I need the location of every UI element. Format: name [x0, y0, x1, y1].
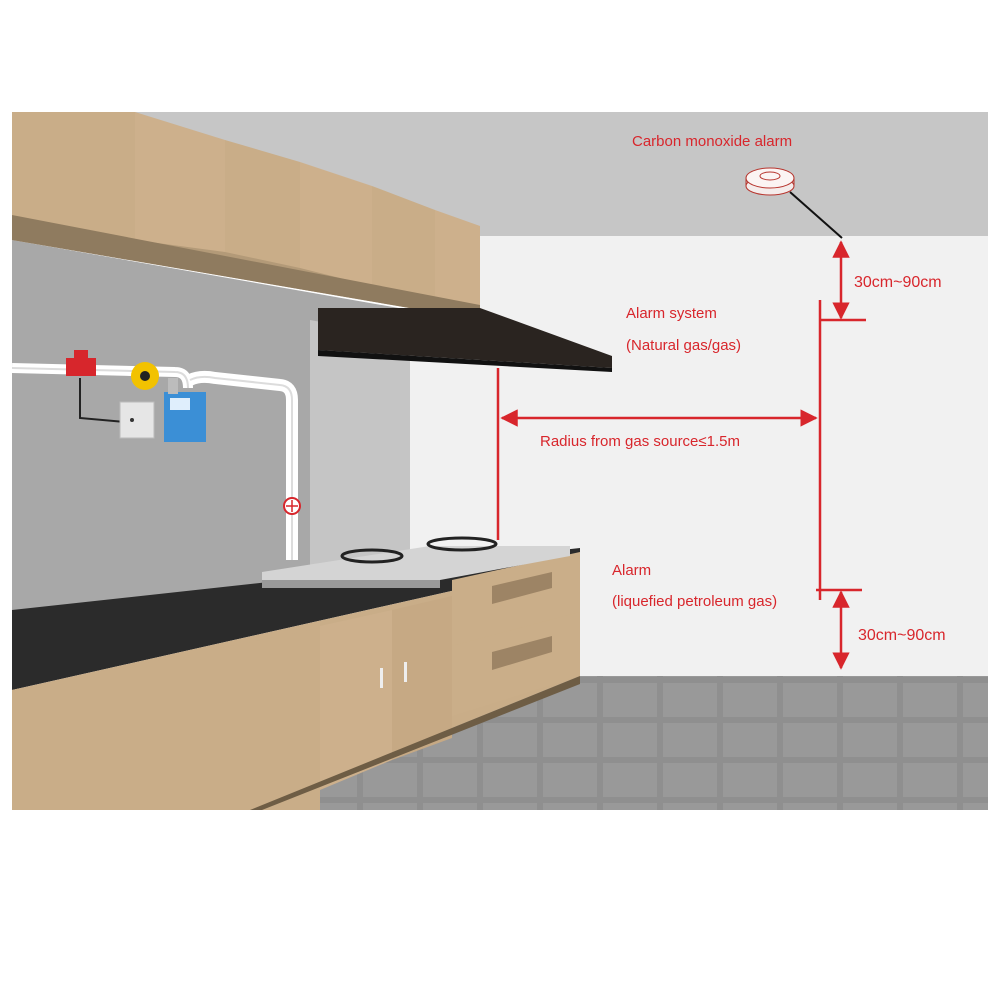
- electrical-outlet-icon: [119, 401, 155, 439]
- gas-meter-icon: [164, 378, 206, 442]
- alarm-label: Alarm: [612, 562, 651, 579]
- upper-cabinets: [12, 112, 480, 320]
- top-distance-label: 30cm~90cm: [854, 274, 942, 291]
- pipe-valve-icon: [283, 497, 301, 515]
- gas-valve-icon: [131, 362, 159, 390]
- gas-pipes: [11, 363, 298, 560]
- side-wall: [12, 240, 410, 620]
- alarm-system-label: Alarm system: [626, 305, 717, 322]
- gas-stove: [262, 536, 570, 588]
- range-hood: [318, 308, 612, 372]
- radius-label: Radius from gas source≤1.5m: [540, 433, 740, 450]
- co-alarm-label: Carbon monoxide alarm: [632, 133, 792, 150]
- bottom-distance-label: 30cm~90cm: [858, 627, 946, 644]
- alarm-gas-type: (liquefied petroleum gas): [612, 593, 777, 610]
- dimension-lines: [496, 240, 866, 670]
- smoke-detector-icon: [745, 167, 843, 239]
- alarm-system-gas-type: (Natural gas/gas): [626, 337, 741, 354]
- shutoff-valve-icon: [66, 350, 126, 423]
- base-cabinets: [12, 548, 580, 810]
